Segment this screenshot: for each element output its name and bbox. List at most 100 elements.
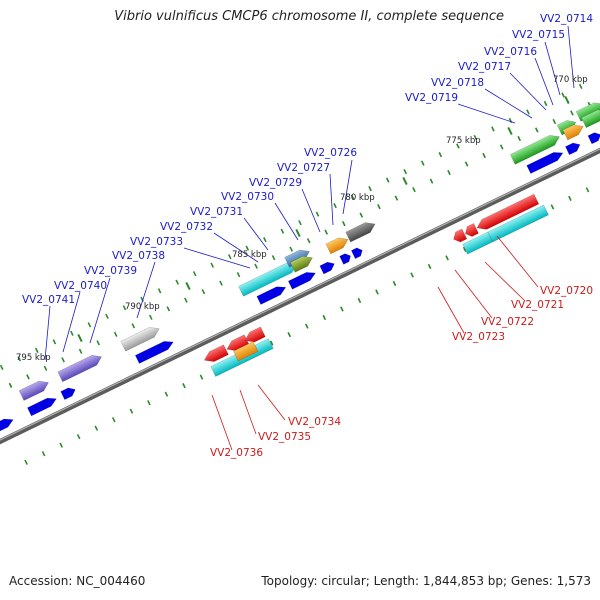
tick-mark-bar xyxy=(129,408,134,414)
tick-mark xyxy=(375,289,379,295)
gene-label-vv2-0730[interactable]: VV2_0730 xyxy=(221,191,274,203)
tick-mark xyxy=(445,255,449,261)
tick-mark-bar xyxy=(445,255,449,261)
cds-arrow-shape xyxy=(60,387,76,400)
tick-mark xyxy=(287,332,292,338)
forward-leader-line xyxy=(484,88,533,119)
gene-label-vv2-0741[interactable]: VV2_0741 xyxy=(22,294,75,306)
tick-mark xyxy=(447,169,451,176)
tick-mark xyxy=(227,254,232,260)
tick-mark xyxy=(199,374,204,380)
tick-mark xyxy=(298,220,302,226)
tick-mark-bar xyxy=(412,187,416,193)
tick-mark-bar xyxy=(420,160,425,166)
reverse-gene-arrow-shape xyxy=(487,204,549,243)
forward-leader-line xyxy=(274,202,299,241)
tick-mark-bar xyxy=(96,340,101,346)
gene-label-vv2-0722[interactable]: VV2_0722 xyxy=(481,316,534,328)
reverse-gene-arrow-shape xyxy=(244,326,266,343)
tick-mark-bar xyxy=(368,186,372,192)
tick-mark xyxy=(201,289,206,295)
tick-mark xyxy=(166,306,171,312)
map-title: Vibrio vulnificus CMCP6 chromosome II, c… xyxy=(114,9,504,24)
tick-mark xyxy=(219,280,223,286)
tick-mark-bar xyxy=(341,221,346,227)
tick-mark xyxy=(534,127,539,133)
gene-label-vv2-0734[interactable]: VV2_0734 xyxy=(288,416,341,428)
cds-arrow xyxy=(587,132,600,145)
tick-mark xyxy=(26,374,30,380)
gene-label-vv2-0717[interactable]: VV2_0717 xyxy=(458,61,511,73)
tick-mark-bar xyxy=(333,203,337,209)
cds-arrow xyxy=(339,253,351,265)
tick-mark-bar xyxy=(113,331,118,337)
tick-mark xyxy=(499,144,504,150)
gene-label-vv2-0733[interactable]: VV2_0733 xyxy=(130,236,183,248)
tick-mark-bar xyxy=(403,169,408,175)
tick-mark xyxy=(131,323,136,329)
tick-mark-bar xyxy=(52,339,57,345)
tick-mark-bar xyxy=(131,323,136,329)
tick-mark xyxy=(482,152,486,159)
reverse-gene-arrow-shape xyxy=(462,231,494,255)
forward-gene-arrow-shape xyxy=(289,255,313,273)
cds-arrow-shape xyxy=(27,397,57,417)
gene-label-vv2-0729[interactable]: VV2_0729 xyxy=(249,177,302,189)
tick-mark-bar xyxy=(111,417,116,423)
major-tick-bar xyxy=(507,126,513,136)
tick-mark xyxy=(357,297,362,304)
tick-mark xyxy=(76,434,81,440)
gene-label-vv2-0715[interactable]: VV2_0715 xyxy=(512,29,565,41)
gene-label-vv2-0731[interactable]: VV2_0731 xyxy=(190,206,243,218)
kbp-label: 775 kbp xyxy=(446,136,481,146)
gene-label-vv2-0726[interactable]: VV2_0726 xyxy=(304,147,357,159)
tick-mark-bar xyxy=(245,245,250,251)
gene-label-vv2-0718[interactable]: VV2_0718 xyxy=(431,77,484,89)
tick-mark-bar xyxy=(568,195,572,201)
tick-mark-bar xyxy=(359,212,364,218)
gene-label-vv2-0719[interactable]: VV2_0719 xyxy=(405,92,458,104)
major-tick-bar xyxy=(402,176,408,186)
gene-label-vv2-0720[interactable]: VV2_0720 xyxy=(540,285,593,297)
cds-arrow-shape xyxy=(319,261,335,275)
gene-label-vv2-0740[interactable]: VV2_0740 xyxy=(54,280,107,292)
tick-mark-bar xyxy=(166,306,171,312)
gene-label-vv2-0727[interactable]: VV2_0727 xyxy=(277,162,330,174)
tick-mark-bar xyxy=(438,152,443,158)
gene-label-vv2-0738[interactable]: VV2_0738 xyxy=(112,250,165,262)
tick-mark xyxy=(473,134,478,141)
tick-mark-bar xyxy=(394,195,399,201)
gene-label-vv2-0723[interactable]: VV2_0723 xyxy=(452,331,505,343)
gene-label-vv2-0714[interactable]: VV2_0714 xyxy=(540,13,593,25)
major-tick-bar xyxy=(185,281,191,291)
tick-mark-bar xyxy=(184,297,188,303)
reverse-gene-arrow xyxy=(453,228,468,243)
tick-mark-bar xyxy=(87,322,92,328)
tick-mark-bar xyxy=(192,271,197,277)
tick-mark xyxy=(359,212,364,218)
gene-label-vv2-0736[interactable]: VV2_0736 xyxy=(210,447,263,459)
gene-label-vv2-0739[interactable]: VV2_0739 xyxy=(84,265,137,277)
tick-mark-bar xyxy=(357,297,362,304)
gene-label-vv2-0721[interactable]: VV2_0721 xyxy=(511,299,564,311)
tick-mark xyxy=(113,331,118,337)
accession-text: Accession: NC_004460 xyxy=(9,574,146,588)
tick-mark-bar xyxy=(298,220,302,226)
kbp-label: 770 kbp xyxy=(553,75,588,85)
cds-arrow xyxy=(351,247,363,259)
gene-label-vv2-0735[interactable]: VV2_0735 xyxy=(258,431,311,443)
tick-mark-bar xyxy=(34,347,39,353)
cds-arrow-shape xyxy=(526,152,564,174)
kbp-label: 785 kbp xyxy=(232,250,267,260)
tick-mark xyxy=(24,459,28,465)
chromosome-backbone-highlight xyxy=(0,148,600,441)
tick-mark xyxy=(0,364,4,370)
tick-mark xyxy=(429,178,434,184)
tick-mark-bar xyxy=(41,451,46,457)
tick-mark-bar xyxy=(324,229,329,235)
forward-leader-line xyxy=(213,232,259,263)
gene-label-vv2-0716[interactable]: VV2_0716 xyxy=(484,46,537,58)
gene-label-vv2-0732[interactable]: VV2_0732 xyxy=(160,221,213,233)
cds-arrow xyxy=(319,261,335,275)
cds-arrow-shape xyxy=(135,341,174,364)
